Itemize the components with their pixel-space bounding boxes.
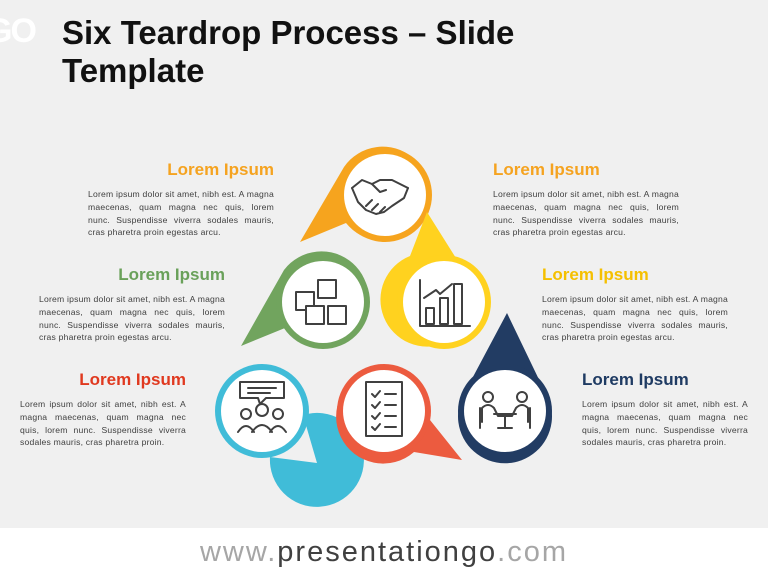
teardrop-handshake: [300, 146, 432, 242]
block-body: Lorem ipsum dolor sit amet, nibh est. A …: [39, 294, 225, 343]
text-block-4: Lorem Ipsum Lorem ipsum dolor sit amet, …: [542, 265, 728, 344]
block-heading: Lorem Ipsum: [118, 265, 225, 284]
meeting-icon: [479, 391, 531, 429]
page-title: Six Teardrop Process – Slide Template: [62, 14, 515, 89]
checklist-icon: [365, 381, 403, 437]
block-body: Lorem ipsum dolor sit amet, nibh est. A …: [542, 294, 728, 343]
block-body: Lorem ipsum dolor sit amet, nibh est. A …: [20, 399, 186, 448]
block-heading: Lorem Ipsum: [493, 160, 600, 179]
slide-canvas: GO Six Teardrop Process – Slide Template: [0, 12, 748, 507]
handshake-icon: [351, 179, 409, 215]
sticky-notes-icon: [295, 279, 347, 325]
block-body: Lorem ipsum dolor sit amet, nibh est. A …: [88, 189, 274, 238]
teardrop-sticky-notes: [241, 251, 370, 349]
teardrop-checklist: [336, 364, 462, 464]
footer-suffix: .com: [497, 536, 568, 568]
teardrop-meeting: [458, 313, 552, 464]
footer-url[interactable]: www.presentationgo.com: [200, 536, 568, 568]
block-heading: Lorem Ipsum: [79, 370, 186, 389]
footer: www.presentationgo.com: [0, 528, 768, 576]
teardrop-diagram: [215, 146, 552, 507]
text-block-2: Lorem Ipsum Lorem ipsum dolor sit amet, …: [493, 160, 679, 239]
block-heading: Lorem Ipsum: [542, 265, 649, 284]
text-block-5: Lorem Ipsum Lorem ipsum dolor sit amet, …: [0, 370, 186, 449]
text-block-1: Lorem Ipsum Lorem ipsum dolor sit amet, …: [88, 160, 274, 239]
logo: GO: [0, 12, 37, 50]
teardrop-bar-chart: [380, 212, 491, 349]
teardrop-team-chat: [215, 364, 364, 507]
block-body: Lorem ipsum dolor sit amet, nibh est. A …: [493, 189, 679, 238]
text-block-6: Lorem Ipsum Lorem ipsum dolor sit amet, …: [582, 370, 748, 449]
footer-brand: presentationgo: [277, 536, 498, 568]
block-heading: Lorem Ipsum: [582, 370, 689, 389]
footer-prefix: www.: [199, 536, 278, 568]
block-heading: Lorem Ipsum: [167, 160, 274, 179]
team-chat-icon: [237, 381, 287, 433]
block-body: Lorem ipsum dolor sit amet, nibh est. A …: [582, 399, 748, 448]
bar-chart-icon: [419, 279, 471, 327]
text-block-3: Lorem Ipsum Lorem ipsum dolor sit amet, …: [39, 265, 225, 344]
